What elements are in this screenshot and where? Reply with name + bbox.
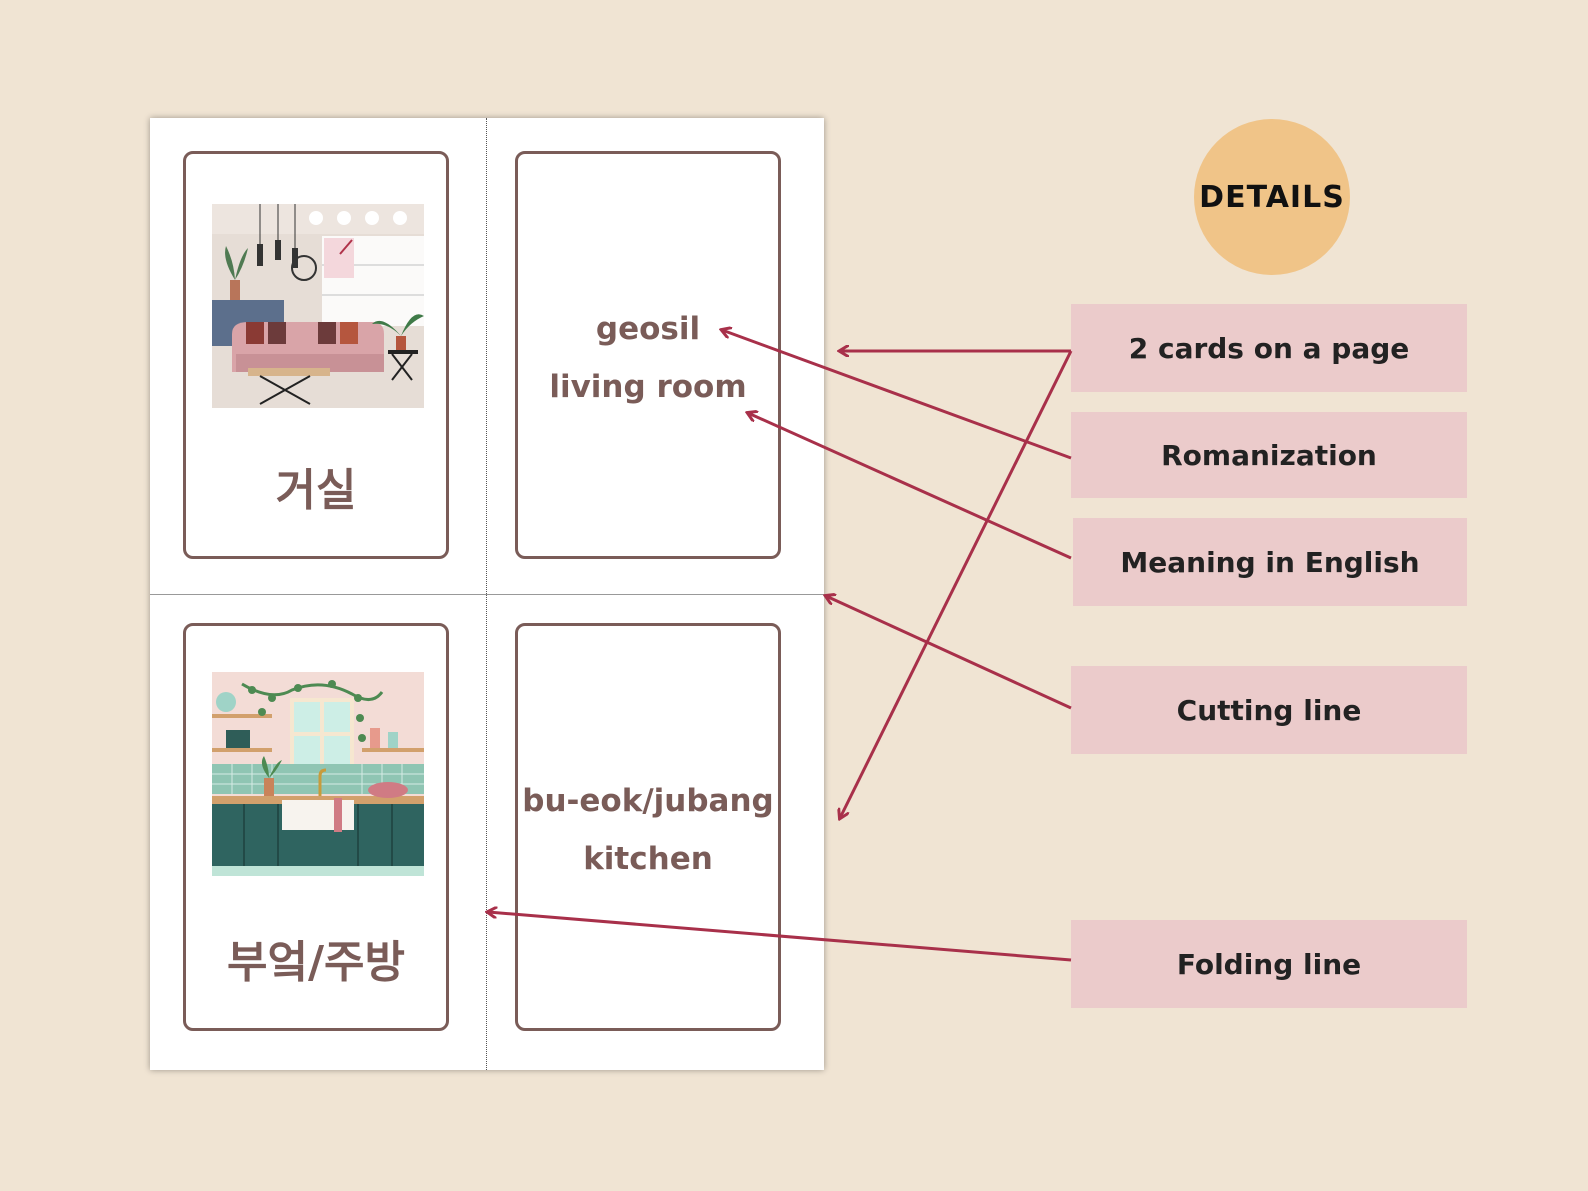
living-room-illustration xyxy=(212,204,424,408)
cutting-line xyxy=(150,594,824,595)
card-back-kitchen: bu-eok/jubang kitchen xyxy=(515,623,781,1031)
label-meaning-in-english: Meaning in English xyxy=(1073,518,1467,606)
english-meaning-text: kitchen xyxy=(583,841,713,877)
english-meaning-text: living room xyxy=(549,369,747,405)
card-back-living-room: geosil living room xyxy=(515,151,781,559)
flashcard-sheet: 거실 geosil living room xyxy=(150,118,824,1070)
card-front-living-room: 거실 xyxy=(183,151,449,559)
romanization-text: bu-eok/jubang xyxy=(522,783,774,819)
card-front-kitchen: 부엌/주방 xyxy=(183,623,449,1031)
arrow-cutting-line xyxy=(826,596,1072,710)
details-badge: DETAILS xyxy=(1194,119,1350,275)
details-badge-label: DETAILS xyxy=(1199,179,1345,215)
label-cutting-line: Cutting line xyxy=(1071,666,1467,754)
kitchen-illustration xyxy=(212,672,424,876)
arrow-cards-per-page-bottom xyxy=(840,350,1073,818)
korean-word: 부엌/주방 xyxy=(227,937,405,988)
label-cards-per-page: 2 cards on a page xyxy=(1071,304,1467,392)
romanization-text: geosil xyxy=(595,311,701,347)
korean-word: 거실 xyxy=(275,465,357,516)
label-folding-line: Folding line xyxy=(1071,920,1467,1008)
label-romanization: Romanization xyxy=(1071,412,1467,498)
